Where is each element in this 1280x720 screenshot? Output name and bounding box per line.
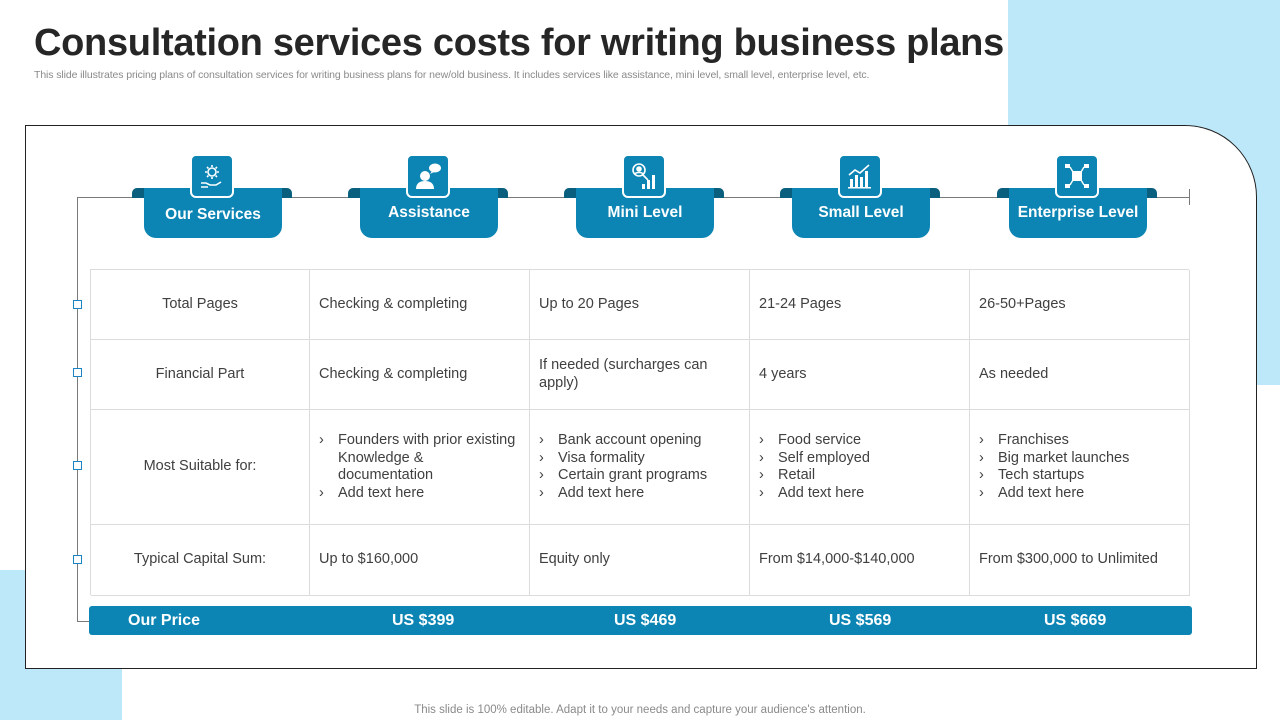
column-header-assistance: Assistance bbox=[348, 154, 508, 238]
timeline-node bbox=[73, 461, 82, 470]
list-item: Tech startups bbox=[979, 467, 1129, 485]
timeline-node bbox=[73, 555, 82, 564]
column-header-enterprise-level: Enterprise Level bbox=[997, 154, 1157, 238]
list-item: Self employed bbox=[759, 450, 870, 468]
bullet-list: Franchises Big market launches Tech star… bbox=[979, 432, 1129, 502]
list-item: Franchises bbox=[979, 432, 1129, 450]
row-label-total-pages: Total Pages bbox=[91, 270, 310, 340]
table-cell: Checking & completing bbox=[310, 340, 530, 410]
table-cell: 21-24 Pages bbox=[750, 270, 970, 340]
bullet-list: Food service Self employed Retail Add te… bbox=[759, 432, 870, 502]
timeline-vertical-line bbox=[77, 197, 78, 621]
person-chart-icon bbox=[622, 154, 666, 198]
price-mini-level: US $469 bbox=[614, 612, 677, 629]
row-label-capital-sum: Typical Capital Sum: bbox=[91, 525, 310, 596]
list-item: Retail bbox=[759, 467, 870, 485]
price-small-level: US $569 bbox=[829, 612, 892, 629]
table-cell: Up to $160,000 bbox=[310, 525, 530, 596]
list-item: Big market launches bbox=[979, 450, 1129, 468]
price-label: Our Price bbox=[128, 612, 201, 629]
network-icon bbox=[1055, 154, 1099, 198]
bullet-list: Bank account opening Visa formality Cert… bbox=[539, 432, 707, 502]
table-cell: 4 years bbox=[750, 340, 970, 410]
price-enterprise-level: US $669 bbox=[1044, 612, 1107, 629]
list-item: Food service bbox=[759, 432, 870, 450]
list-item: Certain grant programs bbox=[539, 467, 707, 485]
list-item: Add text here bbox=[319, 485, 520, 503]
timeline-node bbox=[73, 368, 82, 377]
pricing-table: Total Pages Checking & completing Up to … bbox=[90, 269, 1190, 596]
row-label-most-suitable: Most Suitable for: bbox=[91, 410, 310, 525]
price-assistance: US $399 bbox=[392, 612, 455, 629]
list-item: Bank account opening bbox=[539, 432, 707, 450]
table-cell: Equity only bbox=[530, 525, 750, 596]
list-item: Visa formality bbox=[539, 450, 707, 468]
bullet-list: Founders with prior existing Knowledge &… bbox=[319, 432, 520, 502]
slide-title: Consultation services costs for writing … bbox=[34, 22, 1004, 64]
column-header-label: Small Level bbox=[792, 188, 930, 238]
column-header-label: Assistance bbox=[360, 188, 498, 238]
slide-footer: This slide is 100% editable. Adapt it to… bbox=[414, 704, 866, 716]
table-cell: Founders with prior existing Knowledge &… bbox=[310, 410, 530, 525]
table-cell: From $300,000 to Unlimited bbox=[970, 525, 1190, 596]
list-item: Founders with prior existing Knowledge &… bbox=[319, 432, 520, 485]
table-cell: 26-50+Pages bbox=[970, 270, 1190, 340]
table-cell: Up to 20 Pages bbox=[530, 270, 750, 340]
row-label-financial-part: Financial Part bbox=[91, 340, 310, 410]
column-header-mini-level: Mini Level bbox=[564, 154, 724, 238]
person-chat-icon bbox=[406, 154, 450, 198]
list-item: Add text here bbox=[759, 485, 870, 503]
table-cell: Checking & completing bbox=[310, 270, 530, 340]
table-cell: As needed bbox=[970, 340, 1190, 410]
table-cell: If needed (surcharges can apply) bbox=[530, 340, 750, 410]
table-cell: Food service Self employed Retail Add te… bbox=[750, 410, 970, 525]
hand-gear-icon bbox=[190, 154, 234, 198]
timeline-node bbox=[73, 300, 82, 309]
table-cell: Franchises Big market launches Tech star… bbox=[970, 410, 1190, 525]
list-item: Add text here bbox=[539, 485, 707, 503]
timeline-bottom-line bbox=[77, 621, 91, 622]
table-cell: From $14,000-$140,000 bbox=[750, 525, 970, 596]
column-header-our-services: Our Services bbox=[132, 154, 292, 238]
table-cell: Bank account opening Visa formality Cert… bbox=[530, 410, 750, 525]
list-item: Add text here bbox=[979, 485, 1129, 503]
bar-chart-icon bbox=[838, 154, 882, 198]
timeline-end-tick bbox=[1189, 189, 1190, 205]
column-header-small-level: Small Level bbox=[780, 154, 940, 238]
price-bar: Our Price US $399 US $469 US $569 US $66… bbox=[89, 606, 1192, 635]
slide-subtitle: This slide illustrates pricing plans of … bbox=[34, 69, 870, 81]
